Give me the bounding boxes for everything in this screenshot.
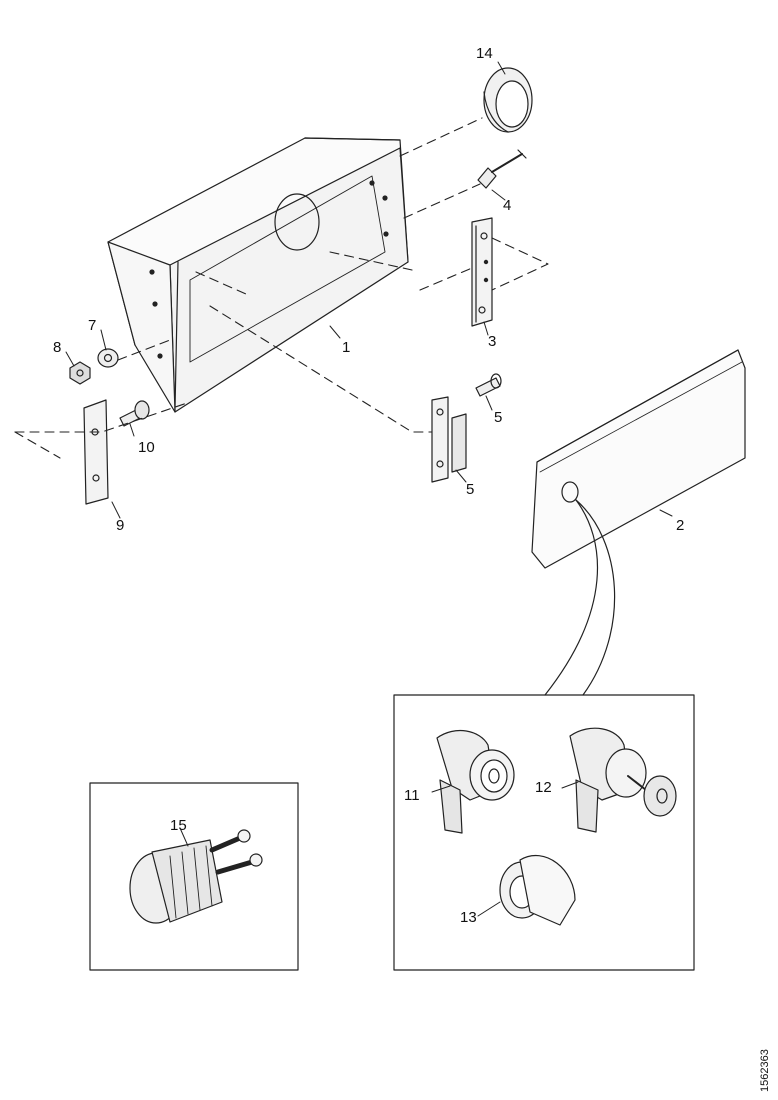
switch-detail-panel: [89, 782, 299, 971]
part-number-labels: 14 4 3 1 5 5 2 7 8 10 9 11 12 13 15 1562…: [53, 45, 771, 1092]
pin-part-6: [475, 373, 502, 397]
dust-cover-part-13: [499, 854, 576, 926]
lock-cylinder-part-11: [436, 730, 515, 834]
label-part-4: 4: [503, 197, 511, 214]
label-part-5-lower: 5: [466, 481, 474, 498]
label-part-3: 3: [488, 333, 496, 350]
housing-opening: [274, 193, 320, 251]
grommet-ring: [483, 67, 533, 133]
bracket-left: [83, 399, 109, 505]
label-part-13: 13: [460, 909, 477, 926]
nut-part-8: [69, 361, 91, 385]
screw-part-4: [477, 149, 527, 189]
label-part-14: 14: [476, 45, 493, 62]
assembly-lines: [14, 117, 549, 459]
switch-part-15: [129, 829, 263, 924]
glove-box-housing: [107, 137, 409, 413]
label-part-12: 12: [535, 779, 552, 796]
glove-box-lid: [531, 349, 746, 569]
lock-cylinder-part-12: [569, 727, 647, 833]
label-part-10: 10: [138, 439, 155, 456]
label-part-9: 9: [116, 517, 124, 534]
detail-callout: [544, 499, 616, 696]
bolt-part-10: [119, 400, 150, 427]
label-part-8: 8: [53, 339, 61, 356]
striker-bracket-right: [471, 217, 493, 327]
drawing-reference-code: 1562363: [759, 1049, 771, 1092]
label-part-11: 11: [404, 787, 420, 804]
lock-detail-panel: [393, 694, 695, 971]
key-icon: [627, 775, 677, 817]
label-part-15: 15: [170, 817, 187, 834]
label-part-7: 7: [88, 317, 96, 334]
washer-part-7: [97, 348, 119, 368]
label-part-1: 1: [342, 339, 350, 356]
leader-lines: [65, 61, 673, 917]
label-part-2: 2: [676, 517, 684, 534]
lid-lock-hole: [561, 481, 579, 503]
latch-bracket-lower: [431, 396, 467, 483]
label-part-5-upper: 5: [494, 409, 502, 426]
